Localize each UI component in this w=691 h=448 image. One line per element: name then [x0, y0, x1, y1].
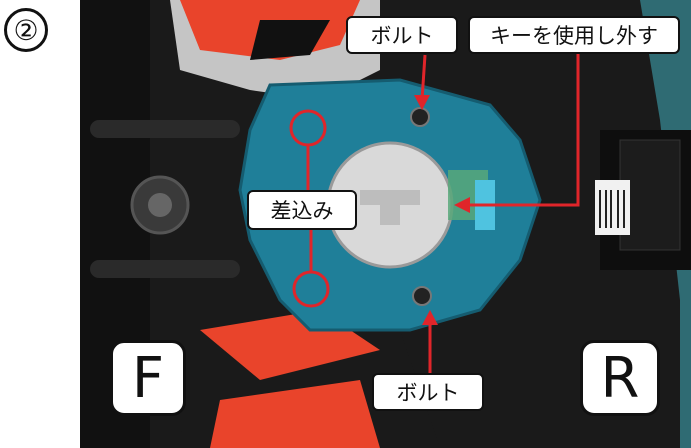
- bolt-label-top: ボルト: [346, 16, 458, 54]
- remove-with-key-label: キーを使用し外す: [468, 16, 680, 54]
- step-number-badge: ②: [4, 8, 48, 52]
- bolt-label-bottom: ボルト: [372, 373, 484, 411]
- insert-label: 差込み: [247, 190, 357, 230]
- bolt-top-head: [410, 107, 430, 127]
- bolt-bottom-head: [412, 286, 432, 306]
- front-indicator: F: [110, 340, 186, 416]
- rear-indicator: R: [580, 340, 660, 416]
- motorcycle-tank-photo: [80, 0, 691, 448]
